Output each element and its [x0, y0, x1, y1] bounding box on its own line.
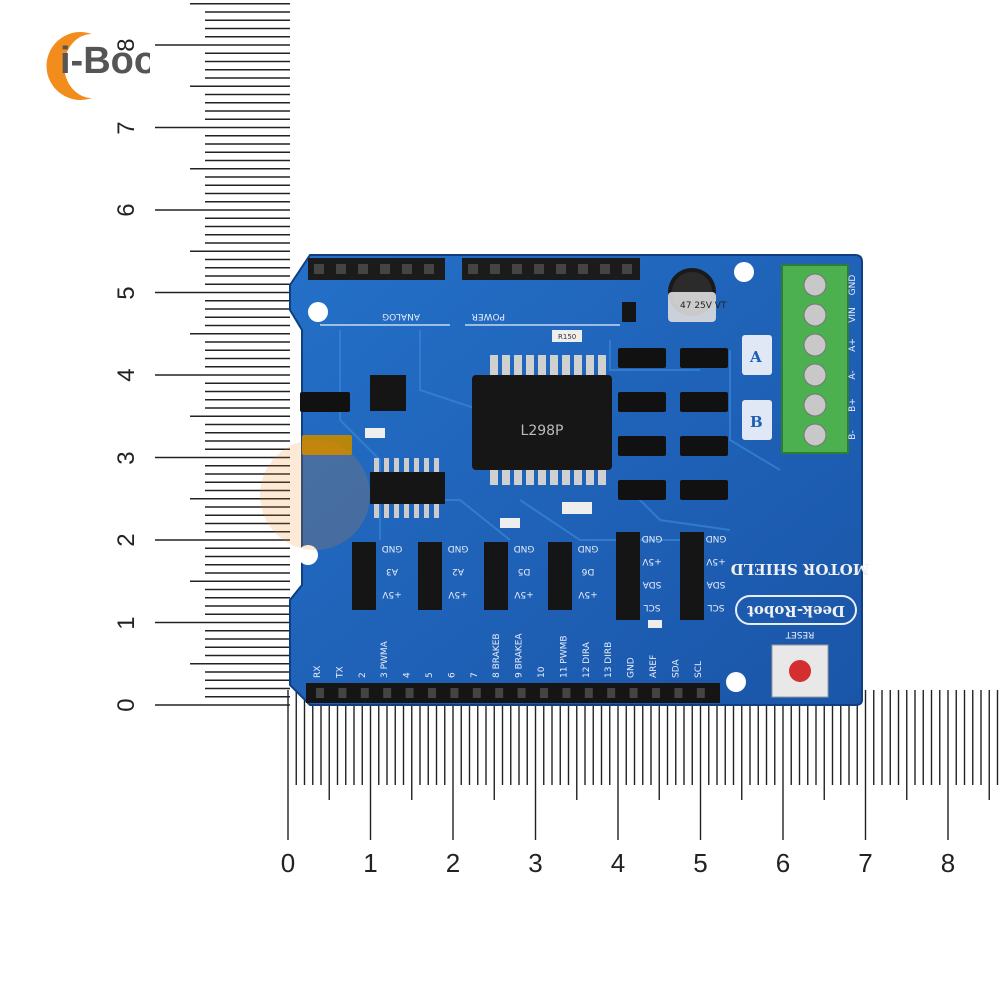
jumper-label: D5 [518, 566, 531, 576]
digital-pin-label: 7 [470, 672, 480, 678]
vertical-ruler-label: 5 [113, 285, 140, 300]
mounting-hole [298, 545, 318, 565]
i2c-header-left [616, 532, 640, 620]
brand-logo [32, 26, 242, 106]
mounting-hole [734, 262, 754, 282]
jumper-label: D6 [581, 566, 594, 576]
vertical-ruler-label: 2 [113, 533, 140, 547]
digital-pin-label: 6 [447, 672, 457, 678]
watermark-glow [260, 440, 370, 550]
horizontal-ruler-label: 3 [528, 848, 543, 878]
brand-label: Deek-Robot [747, 602, 845, 620]
vertical-ruler-label: 7 [113, 120, 140, 135]
horizontal-ruler-label: 7 [858, 848, 873, 878]
digital-pin-label: 3 PWMA [380, 640, 390, 678]
jumper-label: GND [382, 543, 403, 553]
horizontal-ruler-label: 0 [280, 848, 296, 878]
i2c-label: GND [642, 533, 663, 543]
vertical-ruler-label: 6 [113, 203, 140, 217]
tantalum-capacitor [302, 435, 352, 455]
digital-pin-label: 10 [537, 666, 547, 678]
jumper-label: GND [514, 543, 535, 553]
i2c-label: SCL [643, 602, 660, 612]
jumper-label: A3 [386, 566, 398, 576]
mounting-hole [726, 672, 746, 692]
jumper-label: +5V [577, 589, 597, 599]
channel-b-label: B [750, 413, 763, 431]
logic-ic [370, 472, 445, 504]
terminal-label: A+ [848, 338, 858, 352]
jumper-label: GND [578, 543, 599, 553]
terminal-label: A- [848, 370, 858, 379]
digital-pin-label: 11 PWMB [559, 635, 569, 678]
digital-pin-label: SCL [694, 661, 704, 678]
terminal-label: B+ [848, 398, 858, 412]
horizontal-ruler-label: 2 [445, 848, 461, 878]
digital-pin-label: 13 DIRB [604, 642, 614, 678]
mounting-hole [308, 302, 328, 322]
horizontal-ruler-label: 6 [775, 848, 791, 878]
i2c-label: SCL [707, 602, 724, 612]
analog-label: ANALOG [382, 311, 420, 321]
jumper-label: +5V [381, 589, 401, 599]
jumper-label: +5V [447, 589, 467, 599]
horizontal-ruler-label: 4 [610, 848, 626, 878]
digital-pin-label: RX [313, 666, 323, 678]
svg-text:R150: R150 [558, 333, 576, 341]
horizontal-ruler-label: 5 [693, 848, 708, 878]
vertical-ruler-label: 1 [113, 615, 140, 630]
l298p-chip: L298P [472, 355, 612, 485]
digital-pin-label: 4 [403, 672, 413, 678]
horizontal-ruler-label: 1 [363, 848, 378, 878]
digital-pin-label: TX [335, 666, 345, 679]
i2c-label: SDA [642, 579, 661, 589]
i2c-label: +5V [641, 556, 661, 566]
vertical-ruler-label: 0 [113, 698, 140, 712]
capacitor-label: 47 25V VT [680, 301, 727, 311]
terminal-label: GND [848, 275, 858, 296]
jumper-label: A2 [452, 566, 464, 576]
power-label: POWER [472, 311, 505, 321]
jumper-header[interactable] [352, 542, 376, 610]
i2c-header-right [680, 532, 704, 620]
power-header [462, 258, 640, 280]
digital-pin-label: 12 DIRA [582, 641, 592, 678]
terminal-label: B- [848, 430, 858, 439]
jumper-label: GND [448, 543, 469, 553]
horizontal-ruler [287, 690, 999, 840]
screw-terminal-block[interactable] [781, 264, 849, 454]
vertical-ruler-label: 4 [113, 368, 140, 382]
terminal-label: VIN [848, 307, 858, 323]
jumper-header[interactable] [548, 542, 572, 610]
digital-pin-label: 5 [425, 672, 435, 678]
digital-pin-label: 2 [358, 672, 368, 678]
i2c-label: +5V [705, 556, 725, 566]
small-ic [370, 375, 406, 411]
motor-shield-title: MOTOR SHIELD [731, 560, 870, 578]
digital-pin-label: AREF [649, 655, 659, 678]
digital-pin-label: GND [627, 657, 637, 678]
svg-text:L298P: L298P [521, 423, 564, 439]
reset-button[interactable] [789, 660, 811, 682]
channel-a-label: A [749, 348, 762, 366]
vertical-ruler-label: 3 [113, 450, 140, 465]
i2c-label: GND [706, 533, 727, 543]
digital-pin-label: 8 BRAKEB [492, 633, 502, 678]
i2c-label: SDA [706, 579, 725, 589]
digital-pin-label: 9 BRAKEA [515, 633, 525, 678]
logo-crescent-icon [46, 32, 92, 100]
jumper-header[interactable] [484, 542, 508, 610]
vertical-ruler [150, 0, 290, 720]
jumper-header[interactable] [418, 542, 442, 610]
analog-header [308, 258, 445, 280]
digital-pin-label: SDA [671, 659, 681, 678]
jumper-label: +5V [513, 589, 533, 599]
vertical-ruler-label: 8 [113, 38, 140, 52]
svg-text:RESET: RESET [785, 629, 814, 639]
horizontal-ruler-label: 8 [940, 848, 956, 878]
diode-array [300, 348, 728, 500]
